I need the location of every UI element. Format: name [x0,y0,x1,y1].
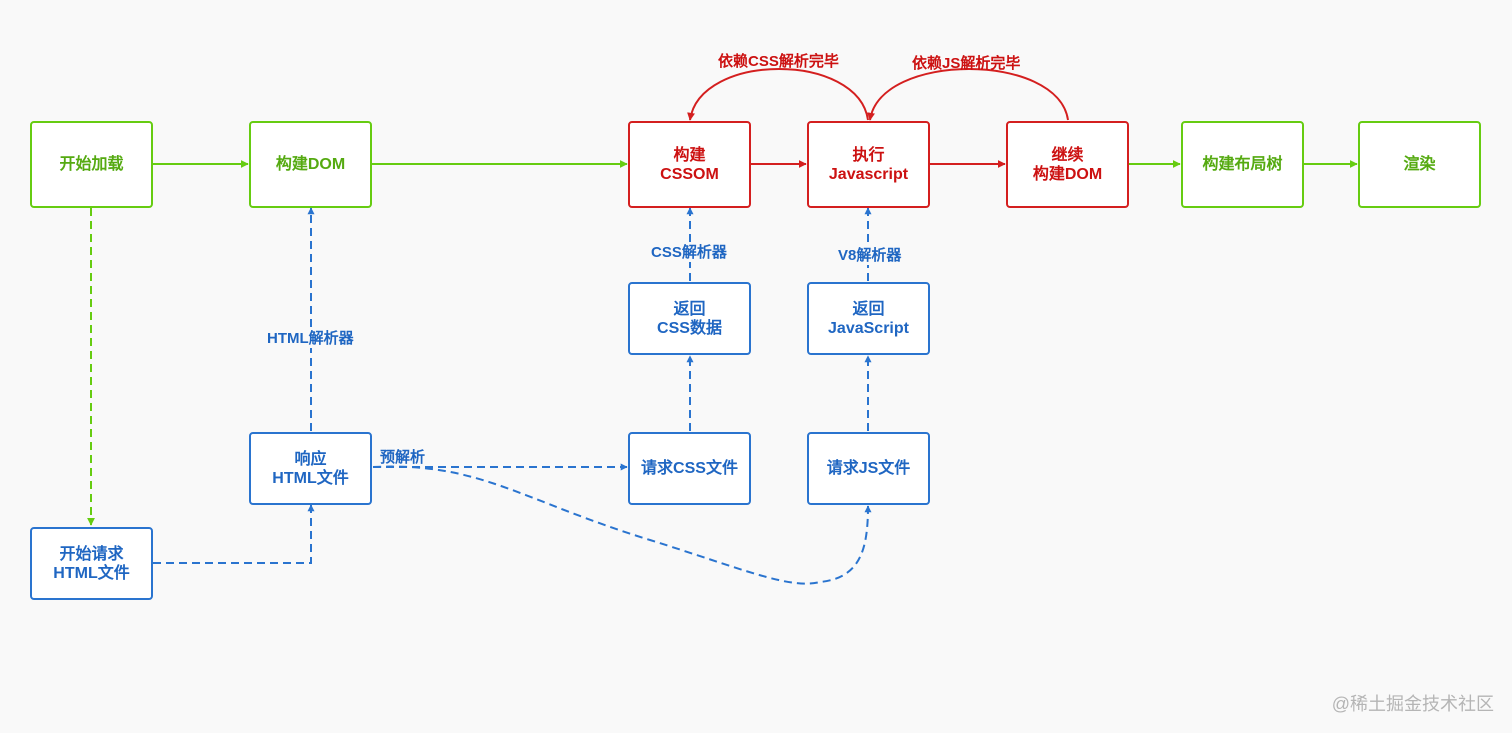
arrow-request-to-response [153,504,315,564]
label-depends-js: 依赖JS解析完毕 [912,55,1021,72]
node-return-js: 返回 JavaScript [807,282,930,355]
node-render: 渲染 [1358,121,1481,208]
node-exec-js: 执行 Javascript [807,121,930,208]
label-depends-css: 依赖CSS解析完毕 [718,53,839,70]
node-build-layout: 构建布局树 [1181,121,1304,208]
node-return-css: 返回 CSS数据 [628,282,751,355]
label-html-parser: HTML解析器 [265,330,356,348]
label-v8-parser: V8解析器 [836,247,904,265]
node-continue-dom: 继续 构建DOM [1006,121,1129,208]
arrow-depends-js [867,68,1069,121]
node-request-js: 请求JS文件 [807,432,930,505]
watermark: @稀土掘金技术社区 [1331,694,1494,714]
label-preparse: 预解析 [380,449,426,466]
arrow-response-to-request-js [372,465,872,585]
node-build-dom: 构建DOM [249,121,372,208]
node-build-cssom: 构建 CSSOM [628,121,751,208]
node-start-load: 开始加载 [30,121,153,208]
label-css-parser: CSS解析器 [649,244,729,262]
node-request-css: 请求CSS文件 [628,432,751,505]
node-start-request: 开始请求 HTML文件 [30,527,153,600]
node-response-html: 响应 HTML文件 [249,432,372,505]
arrow-depends-css [687,68,869,121]
